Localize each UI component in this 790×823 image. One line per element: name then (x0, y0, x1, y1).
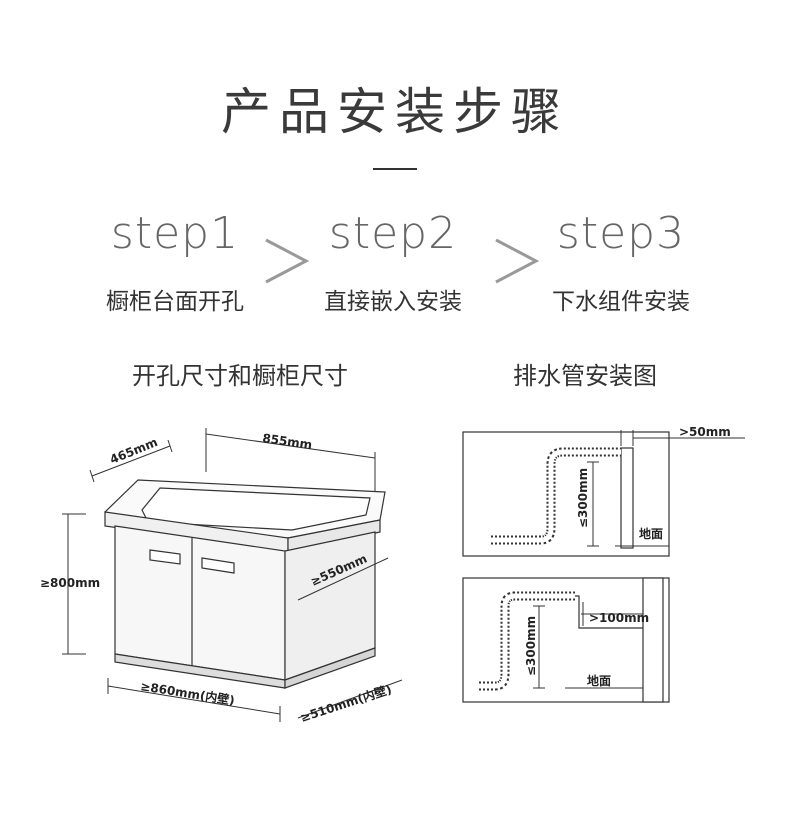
cabinet-diagram: 465mm 855mm ≥800mm ≥550mm ≥860mm(内壁) ≥51… (40, 428, 403, 725)
title-divider (373, 168, 417, 170)
step2-desc: 直接嵌入安装 (324, 289, 462, 315)
cabinet-size-heading: 开孔尺寸和橱柜尺寸 (132, 362, 348, 390)
floor-gap-label: >100mm (589, 611, 649, 625)
width-top-label: 855mm (262, 431, 314, 452)
drain-diagram-wall: >50mm ≤300mm 地面 (462, 425, 745, 557)
step3-label: step3 (556, 208, 686, 259)
step1-label: step1 (110, 208, 240, 259)
chevron-right-icon (495, 238, 540, 284)
height-label: ≥800mm (40, 576, 100, 590)
floor-floor-label: 地面 (587, 673, 611, 688)
wall-height-label: ≤300mm (576, 468, 590, 528)
inner-depth-label: ≥510mm(内壁) (298, 681, 393, 725)
floor-height-label: ≤300mm (524, 616, 538, 676)
drain-diagram-heading: 排水管安装图 (513, 362, 657, 390)
page-title: 产品安装步骤 (221, 83, 569, 141)
wall-floor-label: 地面 (639, 526, 663, 541)
step1-desc: 橱柜台面开孔 (106, 289, 244, 315)
wall-gap-label: >50mm (679, 425, 731, 439)
depth-top-label: 465mm (108, 435, 160, 467)
inner-width-label: ≥860mm(内壁) (140, 678, 236, 708)
step2-label: step2 (328, 208, 458, 259)
drain-diagram-floor: >100mm ≤300mm 地面 (462, 577, 670, 703)
chevron-right-icon (265, 238, 310, 284)
step3-desc: 下水组件安装 (552, 289, 690, 315)
